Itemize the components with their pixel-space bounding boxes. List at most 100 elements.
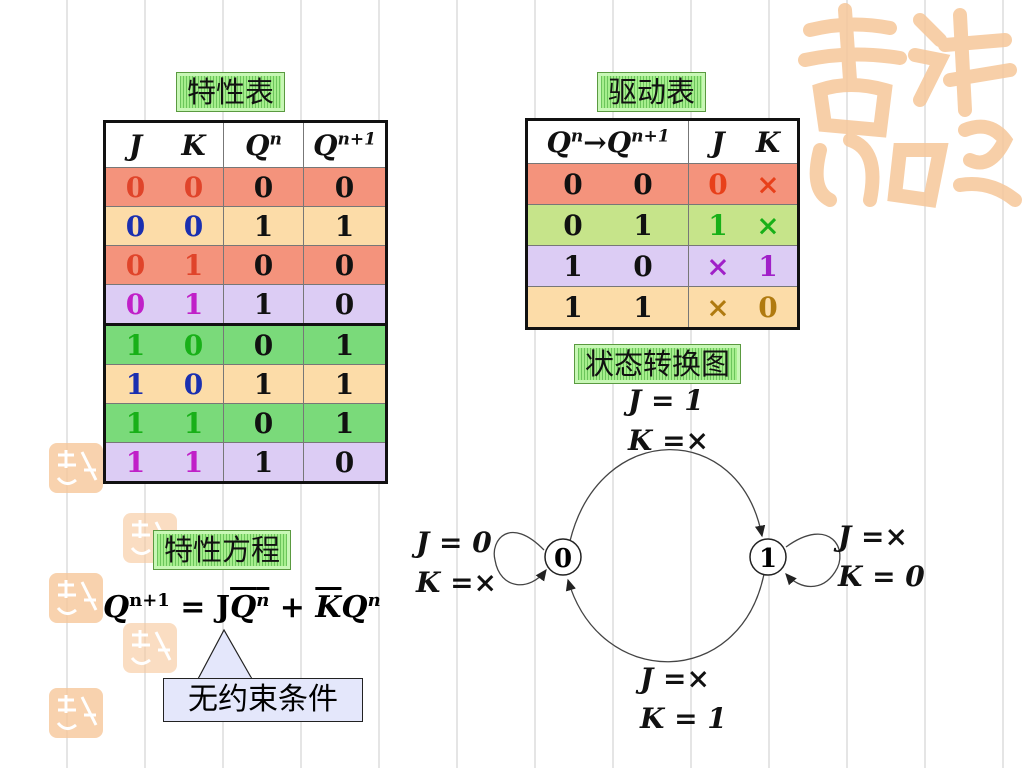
right-j-label: J =× bbox=[838, 520, 908, 553]
seal-icon bbox=[123, 623, 177, 673]
cell-k: 0 bbox=[183, 170, 204, 204]
cell-qb: 0 bbox=[633, 249, 653, 283]
char-table-title: 特性表 bbox=[176, 72, 286, 112]
eq-q2: Q bbox=[341, 590, 368, 625]
seal-icon bbox=[49, 688, 103, 738]
cell-qn1: 0 bbox=[303, 442, 387, 483]
top-j-label: J = 1 bbox=[628, 384, 704, 417]
drive-table-title: 驱动表 bbox=[597, 72, 707, 112]
header-drive-j: J bbox=[711, 125, 725, 159]
cell-drive-k: 1 bbox=[758, 249, 778, 283]
header-j: J bbox=[128, 128, 143, 162]
bottom-k-label: K = 1 bbox=[640, 702, 727, 735]
state-diagram-title: 状态转换图 bbox=[574, 344, 742, 384]
cell-k: 1 bbox=[183, 248, 204, 282]
equation-title: 特性方程 bbox=[153, 530, 292, 570]
header-qn1-base: Q bbox=[313, 128, 338, 162]
table-header-row: J K Qn Qn+1 bbox=[104, 121, 387, 168]
cell-qb: 1 bbox=[633, 290, 653, 324]
state-0-label: 0 bbox=[554, 544, 572, 574]
eq-lhs: Q bbox=[103, 590, 130, 625]
eq-equals-j: = J bbox=[169, 590, 231, 625]
cell-j: 0 bbox=[125, 287, 146, 321]
header-qn-base: Q bbox=[245, 128, 270, 162]
header-qn1: Qn+1 bbox=[303, 121, 387, 168]
cell-drive-j: 1 bbox=[708, 208, 728, 242]
cell-k: 0 bbox=[183, 367, 204, 401]
header-drive-k: K bbox=[755, 125, 781, 159]
eq-q1: Q bbox=[230, 590, 257, 625]
eq-k-bar: K bbox=[315, 590, 342, 625]
header-q2-sup: n+1 bbox=[631, 126, 670, 147]
self-loop-1 bbox=[785, 533, 841, 587]
cell-qn: 0 bbox=[223, 245, 304, 285]
cell-qa: 0 bbox=[563, 208, 583, 242]
left-k-label: K =× bbox=[416, 566, 498, 599]
cell-j: 0 bbox=[125, 170, 146, 204]
cell-k: 0 bbox=[183, 328, 204, 362]
cell-j: 1 bbox=[125, 406, 146, 440]
cell-drive-j: 0 bbox=[708, 167, 728, 201]
eq-q1-sup: n bbox=[256, 590, 270, 611]
bottom-j-label: J =× bbox=[640, 662, 710, 695]
cell-drive-j: × bbox=[706, 290, 730, 324]
cell-j: 0 bbox=[125, 209, 146, 243]
cell-drive-jk: 1× bbox=[688, 204, 799, 246]
header-q: Q bbox=[546, 125, 571, 159]
left-j-label: J = 0 bbox=[416, 526, 492, 559]
top-k-label: K =× bbox=[628, 424, 710, 457]
no-constraint-callout: 无约束条件 bbox=[163, 678, 363, 722]
cell-qa: 0 bbox=[563, 167, 583, 201]
cell-qa: 1 bbox=[563, 290, 583, 324]
cell-qn: 0 bbox=[223, 167, 304, 207]
characteristic-equation: Qn+1 = JQn + KQn bbox=[103, 590, 381, 625]
cell-drive-j: × bbox=[706, 249, 730, 283]
right-k-label: K = 0 bbox=[838, 560, 925, 593]
cell-k: 1 bbox=[183, 406, 204, 440]
cell-qb: 1 bbox=[633, 208, 653, 242]
header-qn1-sup: n+1 bbox=[337, 129, 376, 150]
state-1-circle bbox=[749, 538, 787, 576]
cell-drive-k: 0 bbox=[758, 290, 778, 324]
state-0-circle bbox=[544, 538, 582, 576]
header-k: K bbox=[181, 128, 206, 162]
header-qn: Qn bbox=[223, 121, 304, 168]
eq-qn-bar: Qn bbox=[230, 590, 269, 625]
cell-drive-k: × bbox=[756, 208, 780, 242]
cell-qb: 0 bbox=[633, 167, 653, 201]
calligraphy-logo bbox=[798, 3, 1022, 208]
cell-qn1: 1 bbox=[303, 403, 387, 443]
seal-icon bbox=[49, 573, 103, 623]
header-q2: Q bbox=[606, 125, 632, 159]
transition-0-to-1 bbox=[569, 448, 766, 542]
table-row: 1 0 × 1 bbox=[526, 245, 799, 287]
seal-icon bbox=[49, 443, 103, 493]
eq-plus: + bbox=[269, 590, 316, 625]
cell-qn: 1 bbox=[223, 284, 304, 325]
eq-lhs-sup: n+1 bbox=[129, 590, 170, 611]
cell-k: 0 bbox=[183, 209, 204, 243]
cell-qa: 1 bbox=[563, 249, 583, 283]
cell-j: 1 bbox=[125, 328, 146, 362]
header-qn-sup: n bbox=[269, 129, 282, 150]
cell-j: 1 bbox=[125, 367, 146, 401]
